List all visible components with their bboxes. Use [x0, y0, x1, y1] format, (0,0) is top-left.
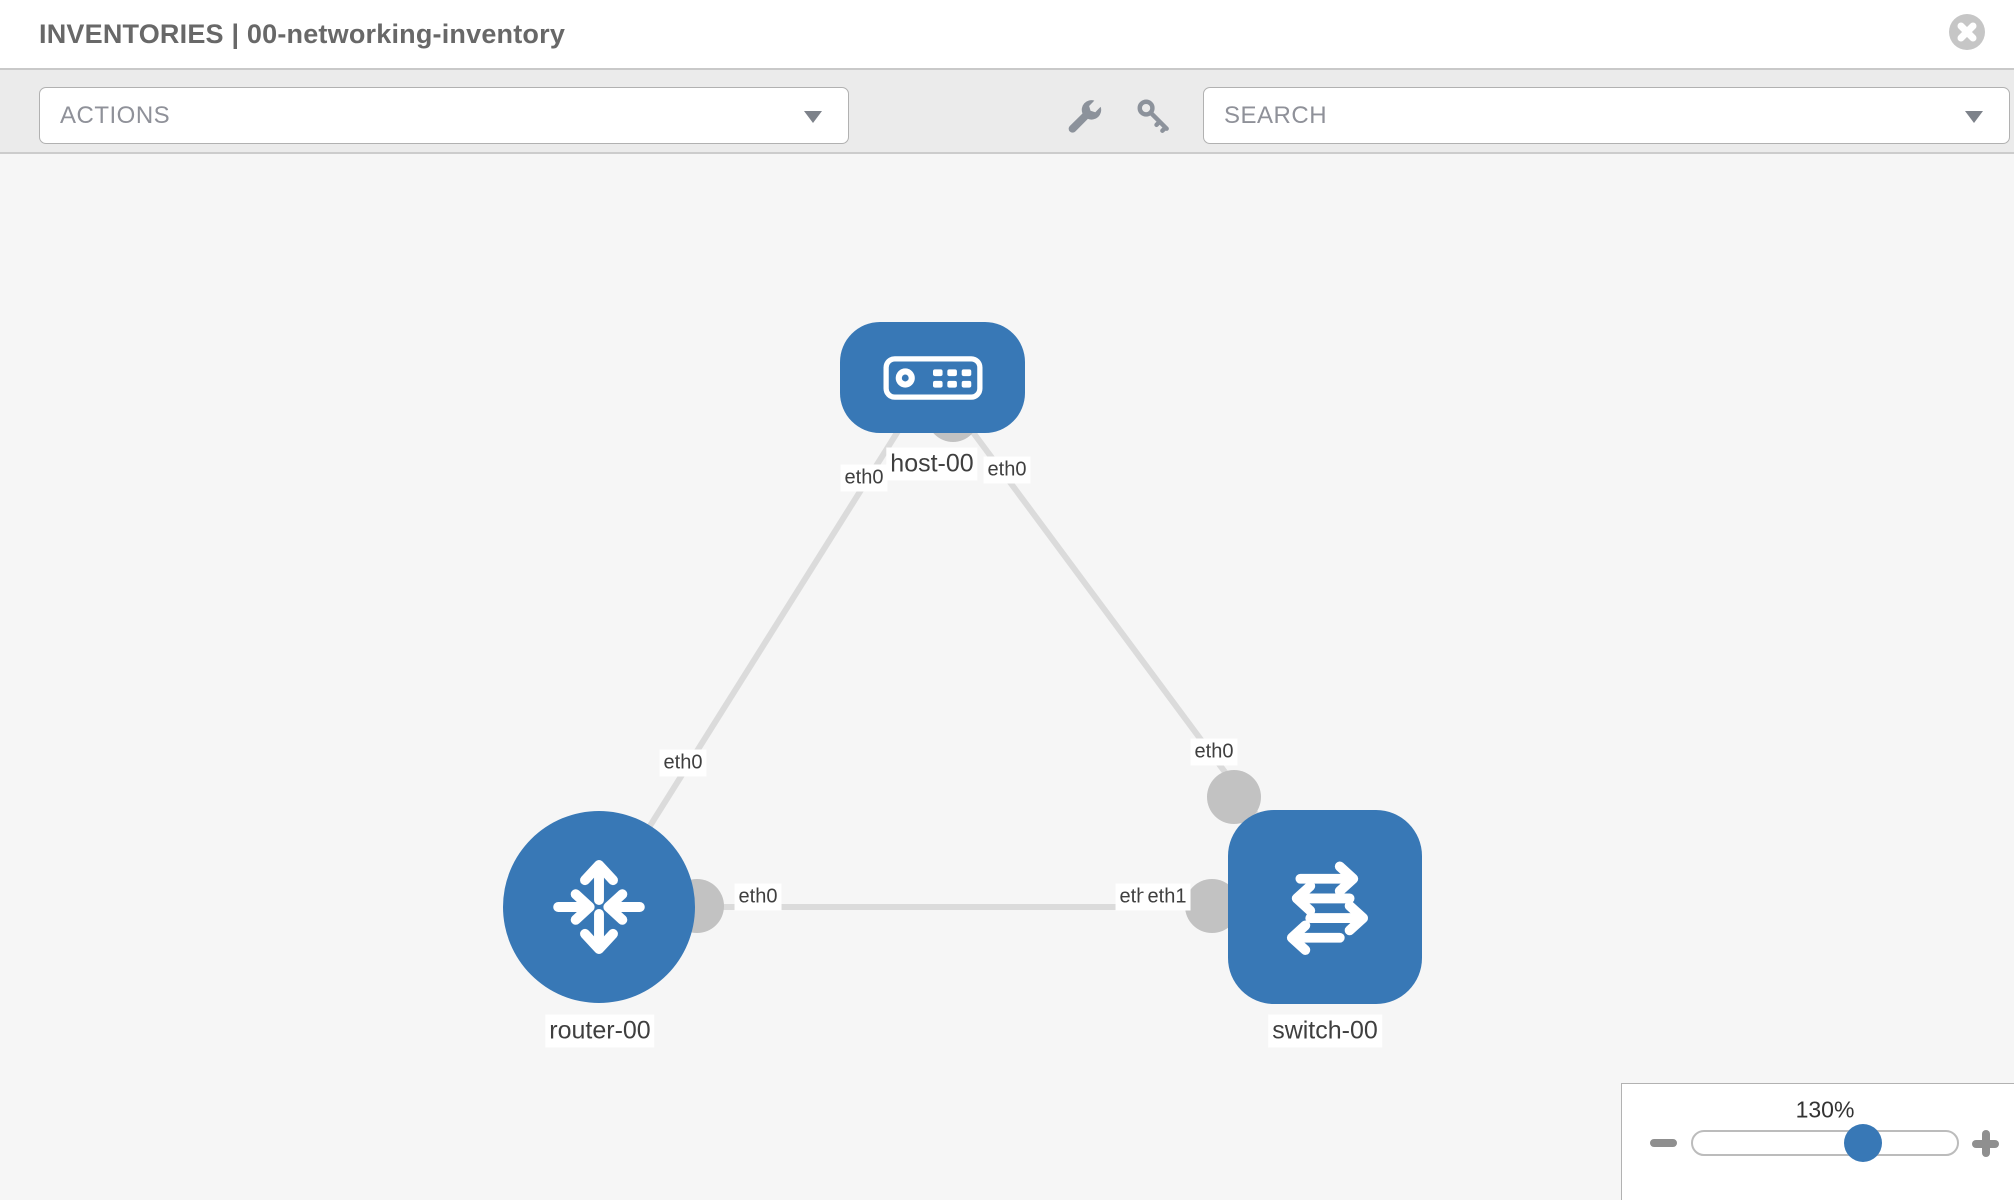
router-icon	[553, 860, 645, 954]
close-button[interactable]	[1949, 14, 1985, 50]
interface-label-host-right: eth0	[983, 456, 1031, 484]
interface-label-router-top: eth0	[659, 749, 707, 777]
search-dropdown[interactable]: SEARCH	[1203, 87, 2010, 144]
chevron-down-icon	[1965, 111, 1983, 123]
zoom-in-button[interactable]	[1972, 1130, 1999, 1157]
topology-canvas[interactable]: host-00 eth0 eth0 eth0 eth0 eth0 eth1 et…	[0, 154, 2014, 1200]
key-button[interactable]	[1135, 97, 1173, 135]
toolbar: ACTIONS SEARCH	[0, 70, 2014, 154]
close-icon	[1957, 22, 1977, 42]
page-title: INVENTORIES | 00-networking-inventory	[39, 19, 566, 49]
zoom-slider-thumb[interactable]	[1844, 1124, 1882, 1162]
node-switch-00[interactable]	[1228, 810, 1422, 1004]
node-label-switch: switch-00	[1268, 1014, 1382, 1048]
chevron-down-icon	[804, 111, 822, 123]
zoom-slider[interactable]	[1691, 1130, 1959, 1156]
zoom-level-text: 130%	[1795, 1096, 1855, 1123]
switch-icon	[1286, 861, 1369, 955]
interface-dot-switch-left	[1185, 879, 1239, 933]
node-host-00[interactable]	[840, 322, 1025, 433]
links-layer	[596, 375, 1328, 933]
zoom-panel: 130%	[1621, 1083, 2014, 1200]
interface-label-host-left: eth0	[840, 464, 888, 492]
key-icon	[1137, 99, 1169, 133]
interface-label-switch-left-front: eth1	[1143, 883, 1191, 911]
node-label-router: router-00	[545, 1014, 655, 1048]
header: INVENTORIES | 00-networking-inventory	[0, 0, 2014, 70]
interface-label-router-right: eth0	[734, 883, 782, 911]
wrench-icon	[1068, 100, 1102, 133]
actions-dropdown[interactable]: ACTIONS	[39, 87, 849, 144]
actions-dropdown-label: ACTIONS	[60, 102, 171, 129]
node-label-host: host-00	[886, 447, 978, 481]
search-dropdown-label: SEARCH	[1224, 102, 1328, 129]
interface-label-switch-top: eth0	[1190, 738, 1238, 766]
zoom-out-button[interactable]	[1650, 1139, 1677, 1147]
host-icon	[883, 355, 982, 400]
configure-button[interactable]	[1066, 97, 1104, 135]
interface-dot-switch-top	[1207, 770, 1261, 824]
node-router-00[interactable]	[503, 811, 695, 1003]
